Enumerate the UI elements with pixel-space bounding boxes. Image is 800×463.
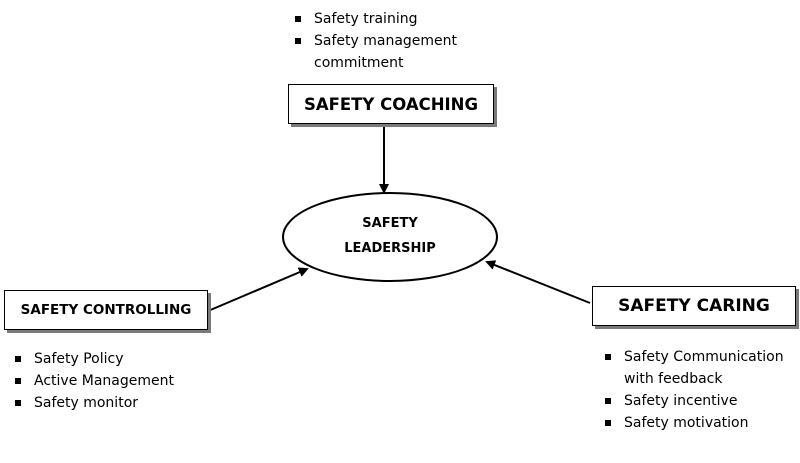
leadership-line-1: SAFETY (362, 216, 418, 231)
list-item: Safety motivation (602, 412, 798, 434)
safety-controlling-box: SAFETY CONTROLLING (4, 290, 208, 330)
list-item: Active Management (12, 370, 212, 392)
list-item: Safety training (292, 8, 492, 30)
leadership-ellipse (282, 192, 498, 282)
list-item: Safety management commitment (292, 30, 492, 74)
safety-coaching-box: SAFETY COACHING (288, 84, 494, 124)
controlling-arrow (207, 267, 309, 312)
list-item: Safety incentive (602, 390, 798, 412)
list-item: Safety Policy (12, 348, 212, 370)
safety-caring-box: SAFETY CARING (592, 286, 796, 326)
caring-items-list: Safety Communication with feedback Safet… (602, 346, 798, 434)
leadership-line-2: LEADERSHIP (344, 241, 436, 256)
leadership-label: SAFETY LEADERSHIP (284, 211, 496, 261)
controlling-items-list: Safety Policy Active Management Safety m… (12, 348, 212, 414)
list-item: Safety Communication with feedback (602, 346, 798, 390)
list-item: Safety monitor (12, 392, 212, 414)
caring-arrow (485, 260, 591, 304)
coaching-items-list: Safety training Safety management commit… (292, 8, 492, 74)
